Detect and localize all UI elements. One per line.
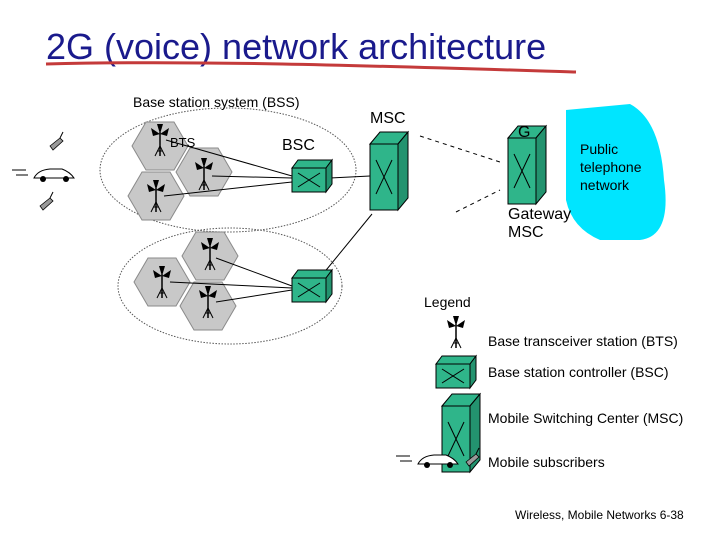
msc-gateway-link	[419, 135, 501, 163]
gateway-badge: G	[518, 124, 531, 141]
legend-item-subscribers: Mobile subscribers	[488, 454, 605, 470]
pstn-cloud	[566, 104, 666, 240]
mobile-phone-icon	[39, 191, 54, 211]
cell-cluster-lower	[133, 231, 239, 331]
msc-box-icon	[369, 131, 409, 211]
bsc-box-icon	[291, 269, 333, 303]
bsc-msc-links	[317, 175, 373, 281]
slide-footer: Wireless, Mobile Networks 6-38	[515, 508, 684, 522]
pstn-label: Public telephone network	[580, 141, 642, 193]
legend-car-icon	[395, 454, 459, 469]
msc-gateway-link	[455, 189, 501, 213]
gateway-msc-label: Gateway MSC	[508, 206, 572, 241]
car-icon	[11, 168, 75, 183]
bss-boundary-lower	[117, 227, 343, 345]
title-underline	[45, 61, 577, 74]
legend-bts-icon	[446, 315, 466, 349]
msc-label: MSC	[370, 110, 406, 127]
legend-item-bts: Base transceiver station (BTS)	[488, 333, 678, 349]
bts-bsc-links	[163, 139, 293, 303]
mobile-phone-icon	[49, 131, 64, 151]
slide-title: 2G (voice) network architecture	[46, 26, 547, 67]
bsc-box-icon	[291, 159, 333, 193]
legend-item-bsc: Base station controller (BSC)	[488, 364, 669, 380]
legend-bsc-icon	[435, 355, 477, 389]
legend-item-msc: Mobile Switching Center (MSC)	[488, 410, 684, 426]
bss-label: Base station system (BSS)	[133, 94, 300, 110]
bts-label: BTS	[170, 135, 196, 150]
bsc-label: BSC	[282, 137, 315, 154]
legend-title: Legend	[424, 294, 471, 310]
bss-boundary-upper	[99, 107, 357, 233]
